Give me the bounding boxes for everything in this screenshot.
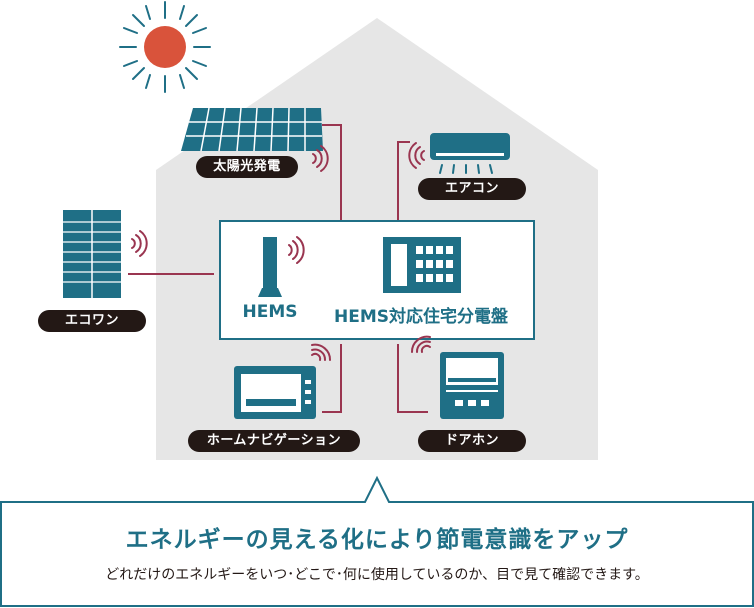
solar-panel-icon [181,107,323,152]
wireless-icon [288,236,305,264]
wireless-icon [408,142,425,169]
air-conditioner-icon [430,133,510,174]
caption-callout [0,475,754,607]
wireless-icon [131,230,148,257]
wireless-icon [312,145,329,172]
ecowan-label: エコワン [38,310,146,332]
caption-headline: エネルギーの見える化により節電意識をアップ [125,527,629,553]
door-phone-label: ドアホン [418,430,526,452]
hems-label: HEMS [242,302,298,322]
ecowan-unit-icon [63,210,121,298]
solar-label: 太陽光発電 [196,156,298,178]
hems-device-icon [258,237,282,297]
door-phone-monitor-icon [440,352,504,419]
home-navigation-monitor-icon [234,366,316,419]
hems-panel-label: HEMS対応住宅分電盤 [333,307,508,327]
aircon-label: エアコン [418,178,526,200]
connection-lines [128,124,428,413]
distribution-panel-icon [383,237,461,293]
sun-icon [119,1,211,93]
home-nav-label: ホームナビゲーション [188,430,360,452]
wireless-icon [311,343,332,361]
wireless-icon [410,335,431,353]
caption-description: どれだけのエネルギーをいつ･どこで･何に使用しているのか、目で見て確認できます。 [105,567,649,583]
